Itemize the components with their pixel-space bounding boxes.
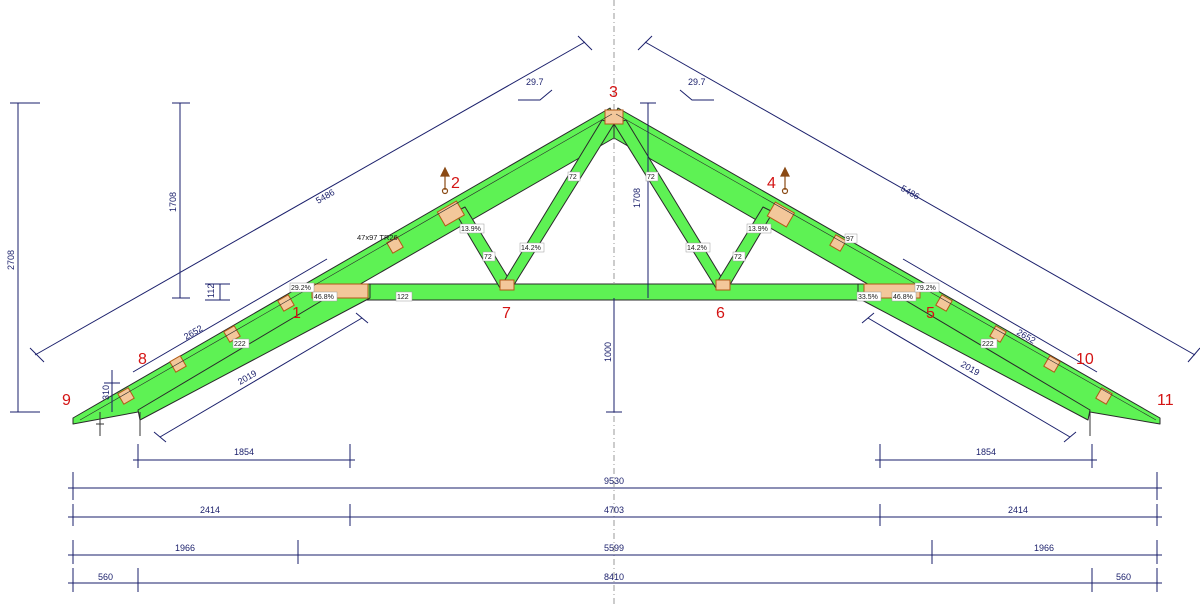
pct-diag-right: 14.2% [687, 245, 707, 252]
pct-right-c: 79.2% [916, 285, 936, 292]
web-width-left: 72 [569, 174, 577, 181]
bottom-chord-width: 122 [397, 294, 409, 301]
member-labels: 47x97 TR26 72 72 72 72 122 97 222 222 13… [232, 171, 998, 349]
web-width-right-outer: 72 [734, 254, 742, 261]
dim-row2-a: 2414 [200, 505, 220, 515]
load-arrows [440, 166, 790, 195]
pct-left-a: 29.2% [291, 285, 311, 292]
top-chord-left-length: 5486 [314, 187, 336, 206]
node-1: 1 [292, 305, 301, 322]
dim-row4-c: 560 [1116, 572, 1131, 582]
lower-height-label: 1000 [603, 342, 613, 362]
slope-right-label: 29.7 [688, 77, 706, 87]
node-7: 7 [502, 305, 511, 322]
dim-row2-c: 2414 [1008, 505, 1028, 515]
node-11: 11 [1157, 392, 1174, 409]
dim-row3-a: 1966 [175, 543, 195, 553]
upper-height-right-label: 1708 [632, 188, 642, 208]
member-size-label: 47x97 TR26 [357, 233, 398, 242]
web-width-left-outer: 72 [484, 254, 492, 261]
truss-members [72, 107, 1161, 425]
node-2: 2 [451, 175, 460, 192]
node-9: 9 [62, 392, 71, 409]
heel-dim-label: 310 [101, 385, 111, 400]
node-3: 3 [609, 84, 618, 101]
pct-right-a: 33.5% [858, 294, 878, 301]
dim-row0-left: 1854 [234, 447, 254, 457]
web-width-right: 72 [647, 174, 655, 181]
plate-node-7 [499, 279, 515, 291]
pct-web-left: 13.9% [461, 226, 481, 233]
node-4: 4 [767, 175, 776, 192]
dim-row1: 9530 [604, 476, 624, 486]
panel-left-label: 2652 [182, 323, 204, 342]
small-dim-label: 112 [206, 284, 216, 298]
dim-row2-b: 4703 [604, 505, 624, 515]
supports [96, 412, 1091, 436]
dim-row3-c: 1966 [1034, 543, 1054, 553]
node-5: 5 [926, 305, 935, 322]
lower-chord-left [137, 283, 371, 421]
dim-row3-b: 5599 [604, 543, 624, 553]
top-chord-left [72, 107, 615, 425]
dim-row4-b: 8410 [604, 572, 624, 582]
pct-left-b: 46.8% [314, 294, 334, 301]
top-chord-width: 97 [846, 236, 854, 243]
plate-size-right: 222 [982, 341, 994, 348]
bottom-slope-left-label: 2019 [236, 368, 258, 387]
top-chord-right [613, 107, 1161, 425]
height-total-label: 2708 [6, 250, 16, 270]
pct-web-right: 13.9% [748, 226, 768, 233]
plate-apex [604, 109, 624, 125]
node-numbers: 1 2 3 4 5 6 7 8 9 10 11 [62, 84, 1174, 409]
web-left-outer [454, 206, 513, 289]
plate-node-6 [715, 279, 731, 291]
member-centerlines [79, 113, 1157, 421]
node-8: 8 [138, 351, 147, 368]
upper-height-left-label: 1708 [168, 192, 178, 212]
pct-diag-left: 14.2% [521, 245, 541, 252]
plate-size-left: 222 [234, 341, 246, 348]
web-right-outer [715, 206, 774, 289]
slope-left-label: 29.7 [526, 77, 544, 87]
lower-chord-right [857, 283, 1091, 421]
pct-right-b: 46.8% [893, 294, 913, 301]
dimension-lines [10, 35, 1200, 592]
node-10: 10 [1076, 351, 1094, 368]
top-chord-right-length: 5486 [899, 183, 921, 202]
dim-row0-right: 1854 [976, 447, 996, 457]
node-6: 6 [716, 305, 725, 322]
dim-row4-a: 560 [98, 572, 113, 582]
bottom-chord [349, 283, 879, 301]
